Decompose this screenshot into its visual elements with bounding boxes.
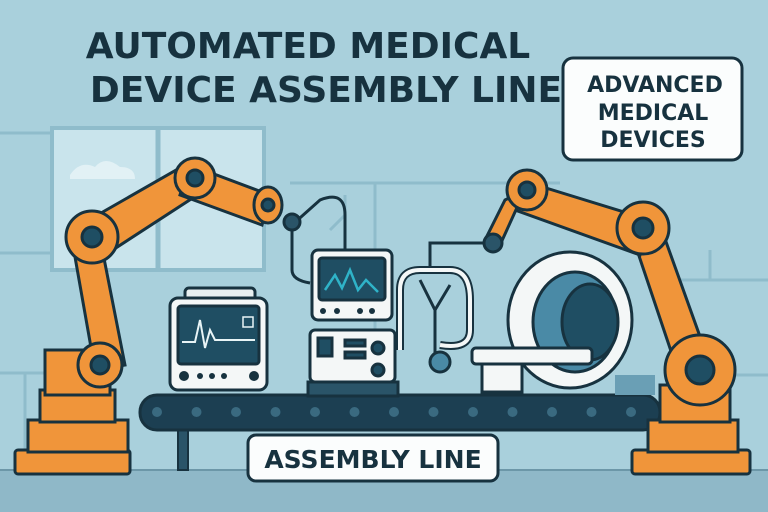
conveyor-roller — [586, 407, 597, 417]
conveyor-roller — [389, 407, 399, 417]
mri-scanner — [470, 250, 655, 395]
conveyor-roller — [231, 407, 241, 417]
sign-line-1: ADVANCED — [587, 73, 723, 98]
conveyor-roller — [626, 407, 636, 417]
title-line-1: AUTOMATED MEDICAL — [86, 26, 531, 67]
conveyor-roller — [152, 407, 162, 417]
cables — [290, 195, 493, 285]
title-line-2: DEVICE ASSEMBLY LINE — [90, 70, 562, 111]
sign-line-2: MEDICAL — [598, 101, 709, 126]
conveyor-roller — [547, 407, 557, 417]
conveyor-roller — [507, 407, 518, 417]
assembly-line-text: ASSEMBLY LINE — [264, 445, 481, 474]
stethoscope — [396, 266, 474, 374]
diagnostic-device — [306, 248, 400, 398]
conveyor-roller — [310, 407, 320, 417]
wall-lines — [0, 131, 768, 460]
right-robot-arm — [482, 168, 752, 476]
conveyor-roller — [468, 407, 478, 417]
left-robot-arm — [13, 156, 302, 476]
assembly-line-label: ASSEMBLY LINE — [246, 433, 500, 483]
conveyor-roller — [428, 407, 439, 417]
sign-line-3: DEVICES — [600, 128, 706, 153]
patient-monitor — [168, 286, 269, 392]
conveyor-roller — [191, 407, 202, 417]
conveyor-roller — [349, 407, 360, 417]
conveyor-roller — [270, 407, 281, 417]
advanced-devices-sign: ADVANCED MEDICAL DEVICES — [561, 56, 744, 162]
